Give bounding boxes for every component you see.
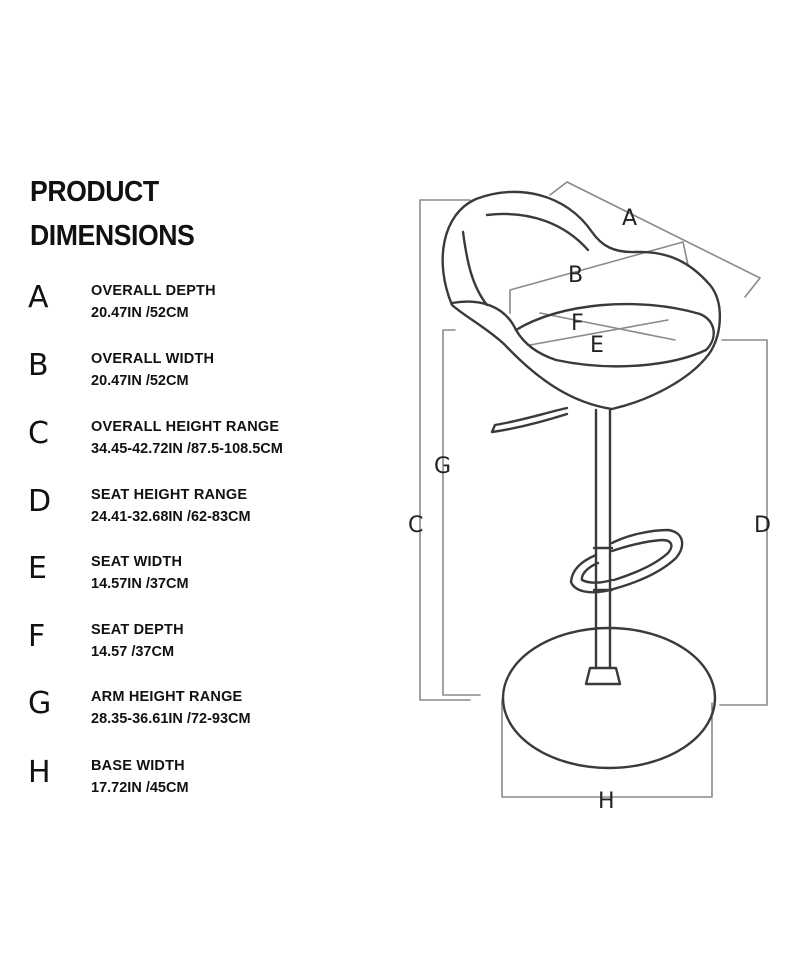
dimension-line-h [501, 699, 713, 798]
spec-label: SEAT DEPTH [91, 622, 184, 638]
spec-item-c: C OVERALL HEIGHT RANGE 34.45-42.72IN /87… [28, 416, 388, 476]
spec-item-b: B OVERALL WIDTH 20.47IN /52CM [28, 348, 388, 408]
spec-label: OVERALL DEPTH [91, 283, 216, 299]
dimension-line-d [719, 339, 768, 706]
adjustment-lever [490, 406, 569, 434]
spec-item-e: E SEAT WIDTH 14.57IN /37CM [28, 551, 388, 611]
spec-value: 20.47IN /52CM [91, 373, 189, 389]
title-line-1: PRODUCT [30, 176, 159, 208]
spec-letter: C [28, 416, 49, 451]
dimension-line-f [539, 312, 676, 341]
spec-value: 34.45-42.72IN /87.5-108.5CM [91, 441, 283, 457]
spec-value: 20.47IN /52CM [91, 305, 189, 321]
round-base [501, 626, 717, 770]
spec-letter: F [28, 619, 46, 654]
dimension-label-c: C [408, 513, 423, 538]
dimension-line-e [529, 319, 669, 346]
spec-label: SEAT WIDTH [91, 554, 183, 570]
dimension-label-g: G [434, 454, 451, 479]
spec-item-a: A OVERALL DEPTH 20.47IN /52CM [28, 280, 388, 340]
armrest-ledge [450, 300, 518, 332]
dimension-label-e: E [590, 333, 604, 358]
stool-diagram: A B F E G C D H [408, 181, 771, 810]
spec-value: 14.57IN /37CM [91, 576, 189, 592]
dimension-lines [419, 181, 768, 798]
dimension-label-d: D [754, 513, 771, 538]
spec-label: SEAT HEIGHT RANGE [91, 487, 248, 503]
dimension-label-f: F [571, 311, 584, 336]
spec-letter: E [28, 551, 47, 586]
dimension-label-h: H [598, 789, 615, 810]
stool-outline [441, 190, 721, 770]
gas-lift-column [594, 408, 612, 670]
spec-value: 28.35-36.61IN /72-93CM [91, 711, 251, 727]
page-title: PRODUCT DIMENSIONS [30, 170, 195, 258]
spec-letter: A [28, 280, 49, 315]
footrest-ring-inner [580, 538, 673, 584]
spec-letter: G [28, 686, 52, 721]
dimension-line-b [509, 241, 689, 314]
spec-label: ARM HEIGHT RANGE [91, 689, 243, 705]
spec-value: 14.57 /37CM [91, 644, 175, 660]
spec-letter: H [28, 755, 51, 790]
spec-item-h: H BASE WIDTH 17.72IN /45CM [28, 755, 388, 815]
column-collar [584, 666, 622, 686]
spec-value: 17.72IN /45CM [91, 780, 189, 796]
spec-label: OVERALL HEIGHT RANGE [91, 419, 280, 435]
title-line-2: DIMENSIONS [30, 220, 195, 252]
spec-label: OVERALL WIDTH [91, 351, 215, 367]
backrest-shell [441, 190, 721, 411]
dimension-label-a: A [622, 206, 637, 231]
dimension-label-b: B [568, 263, 583, 288]
spec-label: BASE WIDTH [91, 758, 185, 774]
backrest-inner-rim [461, 230, 489, 307]
spec-value: 24.41-32.68IN /62-83CM [91, 509, 251, 525]
dimension-line-c [419, 199, 471, 701]
footrest-ring [569, 528, 684, 594]
spec-letter: B [28, 348, 49, 383]
seat-cushion [514, 302, 715, 368]
backrest-top-rim [485, 212, 590, 252]
dimension-labels: A B F E G C D H [408, 206, 771, 810]
spec-item-g: G ARM HEIGHT RANGE 28.35-36.61IN /72-93C… [28, 686, 388, 746]
spec-letter: D [28, 484, 52, 519]
spec-item-f: F SEAT DEPTH 14.57 /37CM [28, 619, 388, 679]
spec-item-d: D SEAT HEIGHT RANGE 24.41-32.68IN /62-83… [28, 484, 388, 544]
dimension-line-g [442, 329, 481, 696]
dimension-line-a [549, 181, 761, 298]
